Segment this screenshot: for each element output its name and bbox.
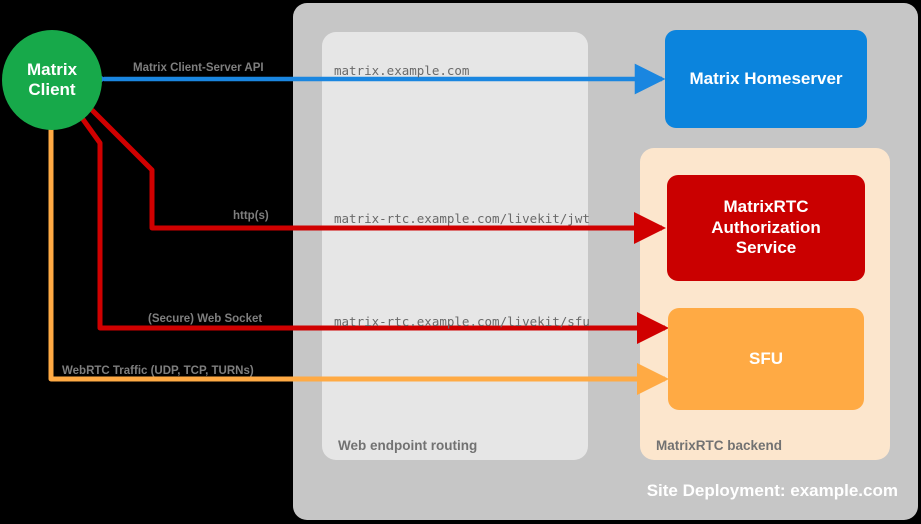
sfu-label: SFU (749, 348, 783, 368)
matrix-client-label-line2: Client (28, 80, 76, 99)
auth-service-label-line3: Service (735, 238, 797, 258)
endpoint-url-livekit-sfu: matrix-rtc.example.com/livekit/sfu (334, 314, 590, 329)
matrixrtc-authorization-service-node[interactable]: MatrixRTC Authorization Service (667, 175, 865, 281)
matrix-client-node[interactable]: Matrix Client (2, 30, 102, 130)
flow-label-https: http(s) (233, 210, 269, 222)
matrixrtc-backend-caption: MatrixRTC backend (656, 438, 783, 453)
auth-service-label-line1: MatrixRTC (723, 197, 809, 217)
connector-webrtc-traffic (35, 94, 670, 395)
matrix-client-label-line1: Matrix (26, 59, 78, 79)
matrix-homeserver-label: Matrix Homeserver (689, 68, 843, 88)
web-endpoint-routing-caption: Web endpoint routing (338, 438, 478, 453)
site-deployment-caption: Site Deployment: example.com (646, 481, 898, 500)
endpoint-url-livekit-jwt: matrix-rtc.example.com/livekit/jwt (334, 211, 590, 226)
matrix-homeserver-node[interactable]: Matrix Homeserver (665, 30, 867, 128)
flow-label-web-socket: (Secure) Web Socket (148, 313, 263, 325)
endpoint-url-matrix-host: matrix.example.com (334, 63, 470, 78)
sfu-node[interactable]: SFU (668, 308, 864, 410)
auth-service-label-line2: Authorization (711, 217, 821, 237)
flow-label-client-server-api: Matrix Client-Server API (133, 62, 264, 74)
flow-label-webrtc-traffic: WebRTC Traffic (UDP, TCP, TURNs) (62, 365, 254, 377)
